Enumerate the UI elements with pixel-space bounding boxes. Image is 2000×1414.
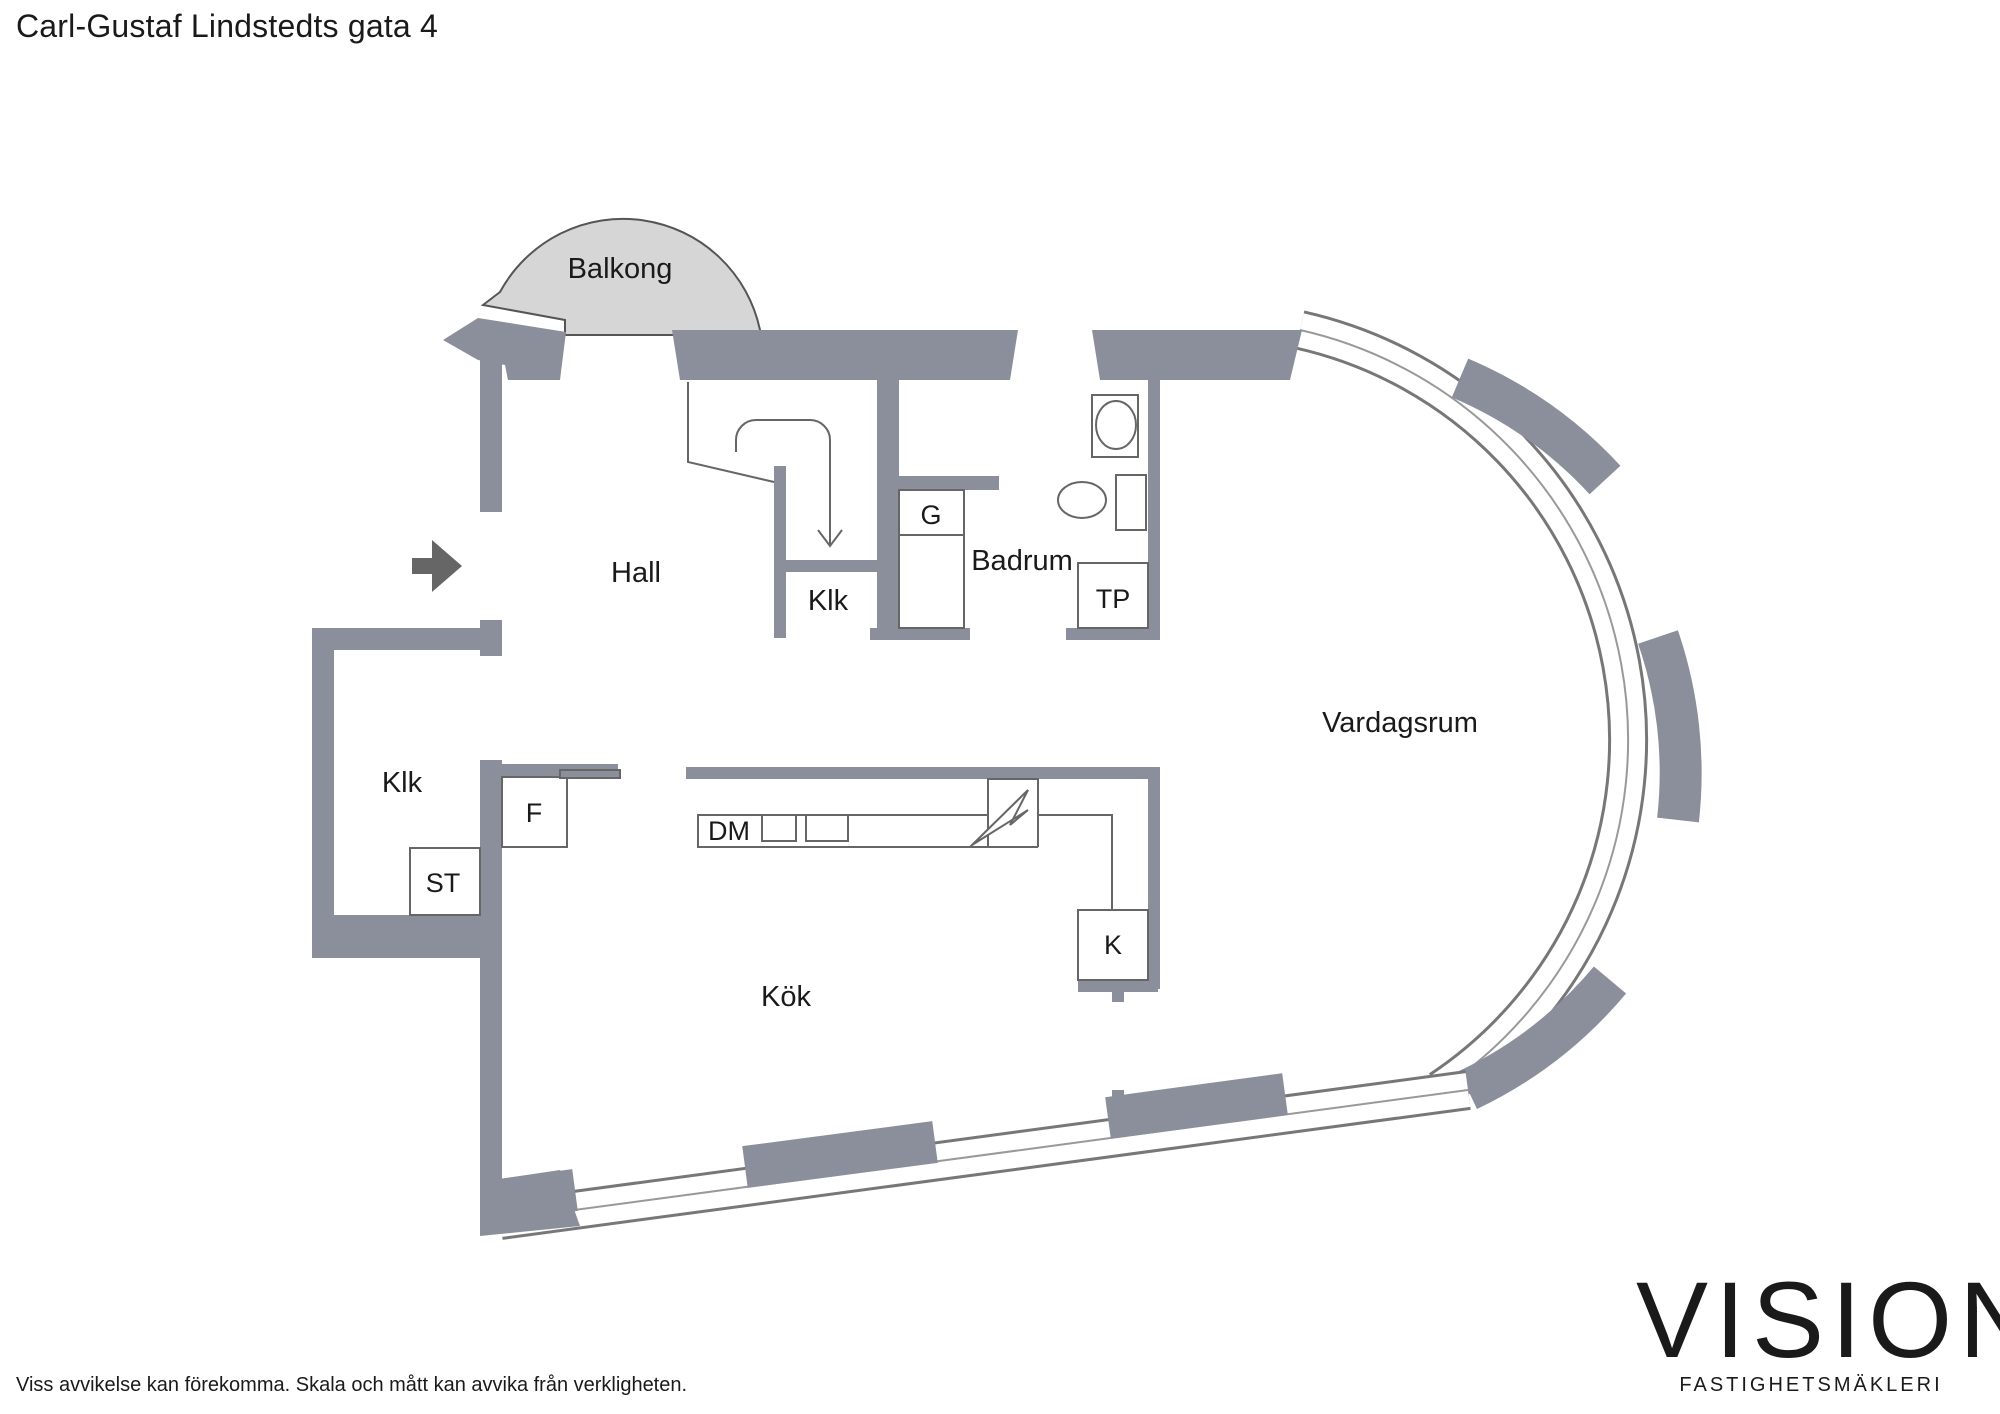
room-label-balkong: Balkong (568, 253, 673, 285)
address-title: Carl-Gustaf Lindstedts gata 4 (16, 8, 439, 44)
room-label-vardagsrum: Vardagsrum (1322, 707, 1478, 739)
fixture-label-st: ST (426, 868, 461, 898)
fixture-label-dm: DM (708, 816, 750, 846)
kitchen-fixtures (409, 769, 1149, 981)
curved-wall-segments (1451, 358, 1702, 1109)
room-label-kok: Kök (761, 981, 811, 1013)
room-label-badrum: Badrum (971, 545, 1073, 577)
entry-arrow-icon (412, 540, 462, 592)
stair-symbol (687, 382, 843, 548)
logo-tagline: FASTIGHETSMÄKLERI (1679, 1374, 1943, 1396)
room-label-klk-hall: Klk (808, 585, 849, 617)
logo-wordmark: VISION (1636, 1259, 2000, 1380)
bathroom-fixtures (898, 394, 1149, 629)
balcony (480, 217, 761, 336)
fixture-label-g: G (920, 500, 941, 530)
vision-logo: VISION FASTIGHETSMÄKLERI (1636, 1259, 2000, 1408)
fixture-label-k: K (1104, 930, 1122, 960)
room-label-klk-left: Klk (382, 767, 423, 799)
room-label-hall: Hall (611, 557, 661, 589)
fixture-label-tp: TP (1096, 584, 1131, 614)
disclaimer: Viss avvikelse kan förekomma. Skala och … (16, 1374, 688, 1396)
walls (312, 318, 1302, 1236)
fixture-label-f: F (526, 798, 543, 828)
